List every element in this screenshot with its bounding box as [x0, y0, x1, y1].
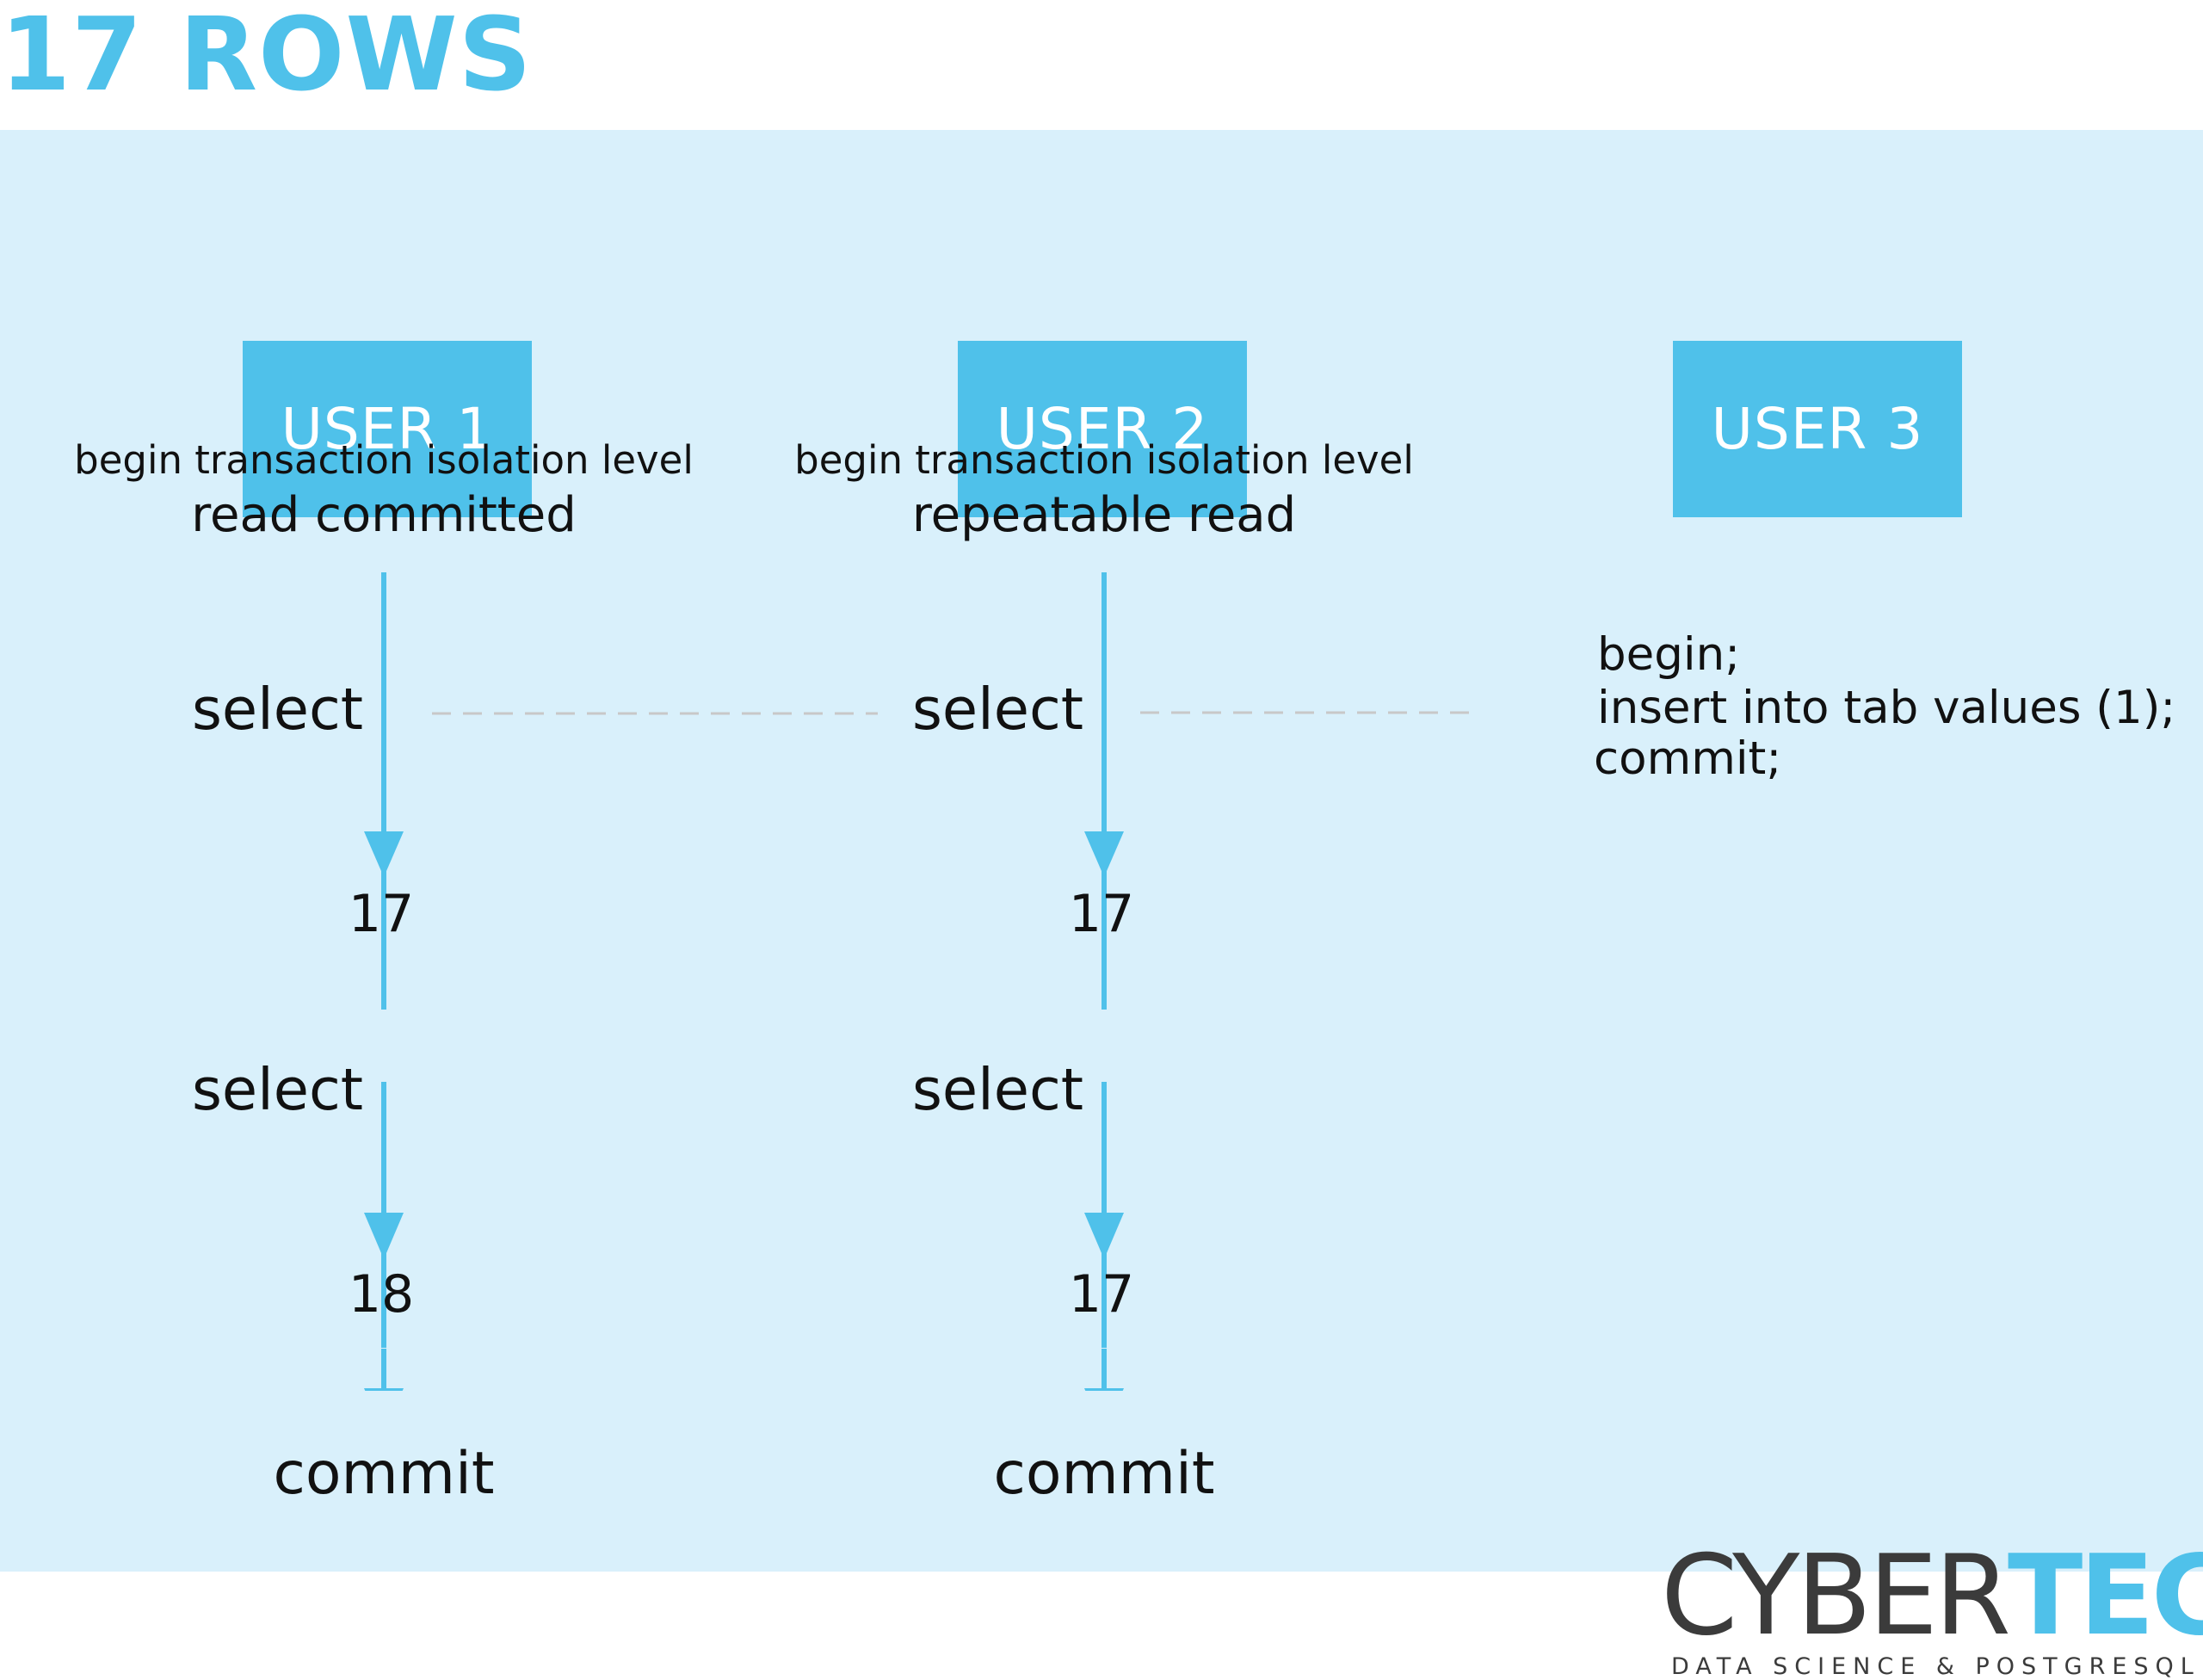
cybertec-logo: CYBERTEC DATA SCIENCE & POSTGRESQL [1661, 1541, 2203, 1680]
user-1-number-gap-1 [327, 1010, 439, 1082]
user-3-statement-commit: commit; [1594, 732, 1782, 785]
user-2-box: USER 2 [958, 341, 1247, 517]
logo-wordmark: CYBERTEC [1661, 1541, 2203, 1652]
flow-arrows [327, 572, 1480, 1463]
user-1-number-gap-2 [327, 1391, 439, 1463]
user-1-select-2: select [192, 1056, 364, 1123]
user-3-box: USER 3 [1673, 341, 1962, 517]
page-title: 17 ROWS [0, 0, 533, 114]
user-3-statement-begin: begin; [1597, 628, 1741, 681]
user-2-arrowhead-1 [1084, 831, 1124, 877]
logo-tagline: DATA SCIENCE & POSTGRESQL [1671, 1653, 2200, 1680]
user-1-isolation-level: read committed [191, 487, 577, 543]
user-2-result-1: 17 [1068, 884, 1135, 944]
user-3-statement-insert: insert into tab values (1); [1597, 682, 2176, 734]
user-2-arrowhead-2 [1084, 1213, 1124, 1259]
user-1-arrowhead-1 [364, 831, 404, 877]
user-1-isolation-intro: begin transaction isolation level [74, 437, 694, 483]
logo-word-accent: TEC [2007, 1532, 2203, 1660]
user-2-commit: commit [993, 1440, 1215, 1508]
user-2-isolation-intro: begin transaction isolation level [794, 437, 1414, 483]
user-2-result-2: 17 [1068, 1264, 1135, 1325]
user-2-number-gap-2 [1047, 1391, 1159, 1463]
diagram-panel: USER 1 USER 2 USER 3 begin transaction i… [0, 130, 2203, 1680]
user-1-select-1: select [192, 676, 364, 743]
user-2-number-gap-1 [1047, 1010, 1159, 1082]
user-1-commit: commit [273, 1440, 495, 1508]
user-2-select-2: select [912, 1056, 1084, 1123]
user-1-arrowhead-2 [364, 1213, 404, 1259]
user-1-box: USER 1 [243, 341, 532, 517]
user-1-result-1: 17 [348, 884, 415, 944]
user-2-select-1: select [912, 676, 1084, 743]
user-2-isolation-level: repeatable read [911, 487, 1297, 543]
user-1-result-2: 18 [348, 1264, 415, 1325]
logo-word-dark: CYBER [1661, 1532, 2011, 1660]
